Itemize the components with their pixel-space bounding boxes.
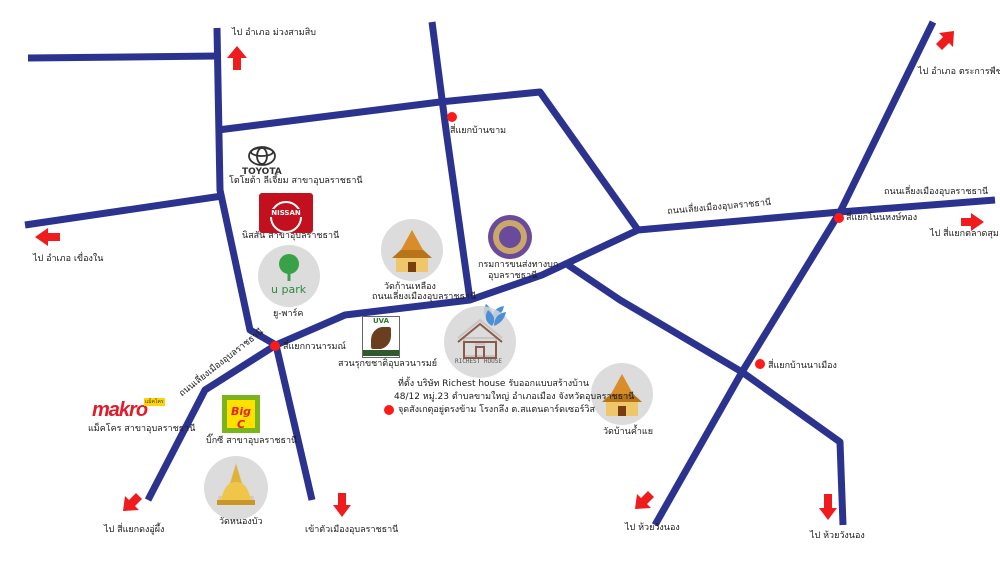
label-uva: สวนรุกขชาติอุบลวนารมย์: [338, 359, 438, 369]
wat-kao-luang-circle: [381, 219, 443, 281]
uva-logo-text: UVA: [372, 317, 390, 325]
dir-mueang-sam-sip: ไป อำเภอ ม่วงสามสิบ: [232, 28, 316, 38]
dir-trakan-phuet-phon: ไป อำเภอ ตระการพืชผล: [918, 67, 1000, 77]
makro-logo: makro: [92, 399, 148, 421]
label-ban-kham: สี่แยกบ้านขาม: [450, 126, 507, 136]
road-bypass-main: [144, 196, 996, 502]
wat-nong-bua-circle: [204, 456, 268, 520]
bigc-logo-text: Big C: [230, 405, 252, 431]
company-line-3: จุดสังเกตุอยู่ตรงข้าม โรงกลึง ต.สแตนดาร์…: [398, 405, 595, 415]
makro-tag: แม็คโคร: [144, 398, 165, 406]
label-kowanaram: สี่แยกกวนารมณ์: [283, 342, 346, 352]
label-wat-ban-kae: วัดบ้านค้ำแย: [603, 427, 653, 437]
arrow-southwest-icon: [123, 493, 142, 511]
nissan-logo: NISSAN: [259, 193, 313, 233]
company-line-1: ที่ตั้ง บริษัท Richest house รับออกแบบสร…: [398, 379, 590, 389]
label-nissan: นิสสัน สาขาอุบลราชธานี: [242, 231, 340, 241]
richest-circle: [444, 306, 516, 378]
upark-circle: [258, 245, 320, 307]
label-ban-na-mueang: สี่แยกบ้านนาเมือง: [768, 361, 837, 371]
dot-kowanaram: [270, 341, 280, 351]
label-land-transport-1: กรมการขนส่งทางบก: [478, 260, 559, 270]
arrow-up-icon: [227, 46, 247, 70]
road-northeast-diagonal: [651, 20, 937, 527]
dot-non-hong-thong: [834, 213, 844, 223]
arrow-left-icon: [35, 228, 60, 246]
dir-huai-wang-nong-2: ไป ห้วยวังนอง: [810, 531, 865, 541]
dot-company-landmark: [384, 405, 394, 415]
dot-ban-na-mueang: [755, 359, 765, 369]
road-north-upper: [217, 88, 641, 233]
arrow-southwest-icon-2: [635, 491, 654, 509]
bigc-logo: Big C: [222, 395, 260, 433]
dot-ban-kham: [447, 112, 457, 122]
company-line-2: 48/12 หมู่.23 ตำบลขามใหญ่ อำเภอเมือง จัง…: [394, 392, 635, 402]
direction-arrows: [35, 31, 984, 520]
label-bigc: บิ๊กซี สาขาอุบลราชธานี: [206, 436, 298, 446]
road-west-khueang-nai: [24, 192, 223, 229]
road-network: [24, 20, 996, 527]
nissan-logo-text: NISSAN: [259, 209, 313, 217]
uva-logo: UVA: [362, 316, 400, 358]
label-wat-nong-bua: วัดหนองบัว: [219, 517, 263, 527]
dir-dong-u-phueng: ไป สี่แยกดงอู่ผึ้ง: [104, 525, 165, 535]
arrow-down-icon: [819, 494, 837, 520]
road-north-mid-vertical: [428, 21, 474, 301]
label-wat-kao-luang: วัดก้านเหลือง: [384, 282, 436, 292]
dir-city-center: เข้าตัวเมืองอุบลราชธานี: [305, 525, 399, 535]
arrow-northeast-icon: [936, 31, 954, 50]
label-toyota: โตโยต้า ลีเจี้ยม สาขาอุบลราชธานี: [229, 176, 363, 186]
road-north-west-vertical: [213, 27, 316, 501]
toyota-logo: TOYOTA: [242, 167, 282, 177]
road-top-west: [27, 52, 219, 62]
label-land-transport-2: อุบลราชธานี: [488, 271, 538, 281]
arrow-down-icon-city: [333, 493, 351, 517]
dir-huai-wang-nong-1: ไป ห้วยวังนอง: [625, 523, 680, 533]
label-non-hong-thong: สี่แยกโนนหงษ์ทอง: [846, 213, 918, 223]
dir-talat-sum: ไป สี่แยกตลาดสุม: [930, 229, 999, 239]
arrow-right-icon: [961, 213, 984, 231]
road-label-bypass-east: ถนนเลี่ยงเมืองอุบลราชธานี: [884, 187, 989, 197]
upark-logo-text: u park: [271, 283, 307, 296]
label-makro: แม็คโคร สาขาอุบลราชธานี: [88, 424, 196, 434]
dir-khueang-nai: ไป อำเภอ เขื่องใน: [33, 254, 104, 264]
richest-logo-text: RICHEST HOUSE: [455, 358, 502, 365]
road-label-bypass-right: ถนนเลี่ยงเมืองอุบลราชธานี: [372, 292, 477, 302]
label-upark: ยู-พาร์ค: [273, 309, 304, 319]
